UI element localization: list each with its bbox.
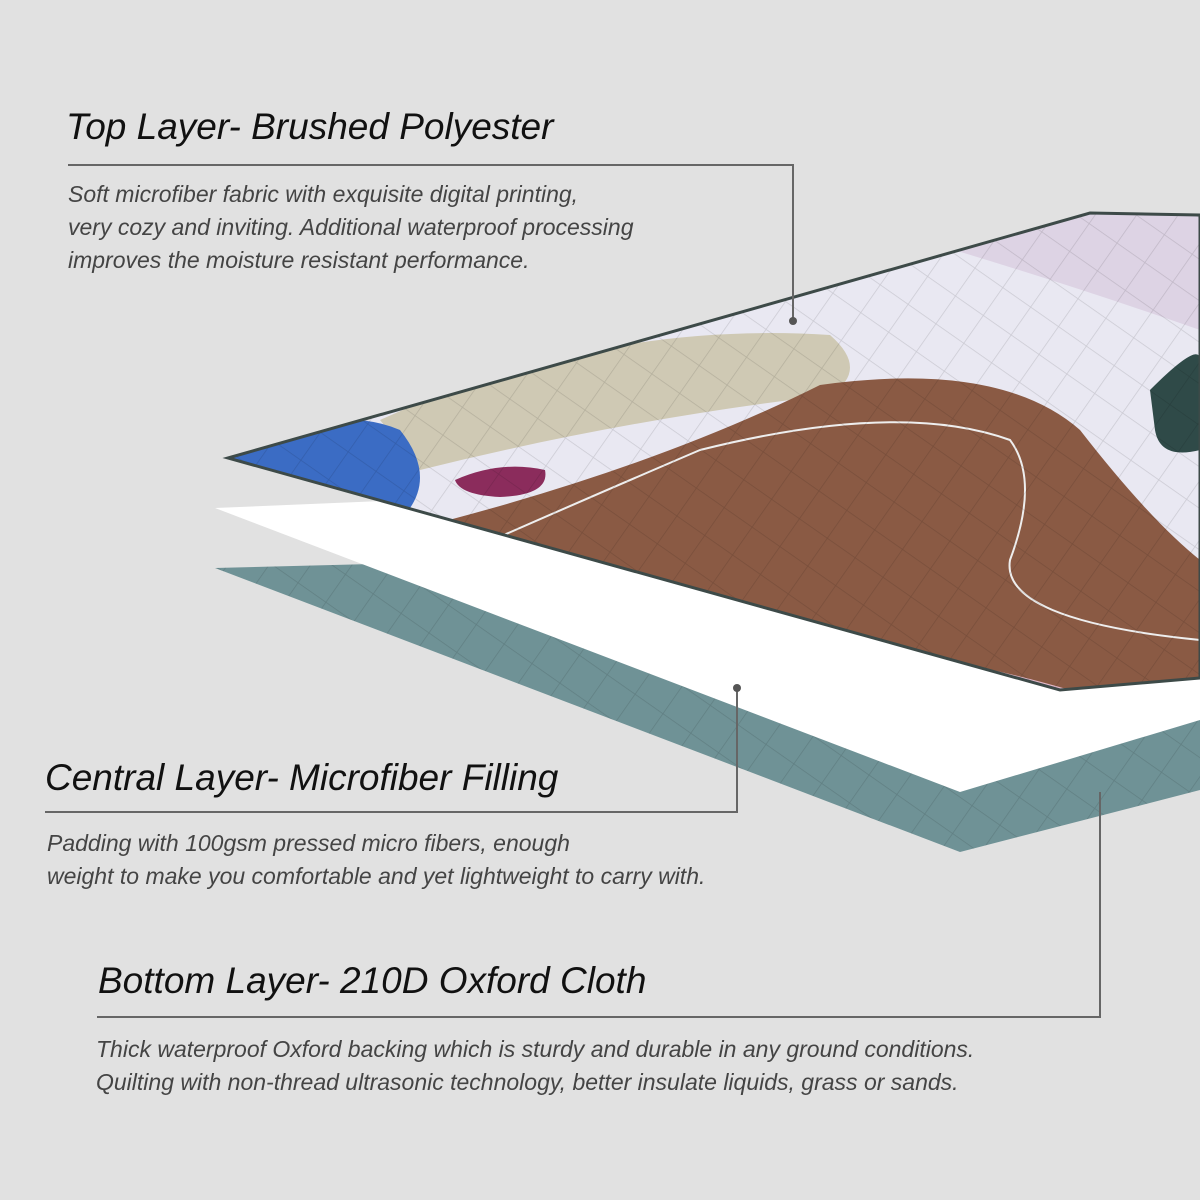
callout-lines — [45, 164, 1101, 1018]
bottom-layer-description: Thick waterproof Oxford backing which is… — [96, 1033, 974, 1099]
top-callout-dot — [789, 317, 797, 325]
top-layer-description: Soft microfiber fabric with exquisite di… — [68, 178, 634, 277]
desc-line: improves the moisture resistant performa… — [68, 247, 530, 273]
desc-line: very cozy and inviting. Additional water… — [68, 214, 634, 240]
desc-line: Thick waterproof Oxford backing which is… — [96, 1036, 975, 1062]
desc-line: Soft microfiber fabric with exquisite di… — [68, 181, 579, 207]
central-callout-dot — [733, 684, 741, 692]
bottom-layer-title: Bottom Layer- 210D Oxford Cloth — [98, 960, 647, 1001]
central-layer-title: Central Layer- Microfiber Filling — [45, 757, 559, 798]
desc-line: weight to make you comfortable and yet l… — [47, 863, 706, 889]
central-layer-description: Padding with 100gsm pressed micro fibers… — [47, 827, 705, 893]
desc-line: Quilting with non-thread ultrasonic tech… — [96, 1069, 959, 1095]
top-layer-title: Top Layer- Brushed Polyester — [66, 106, 554, 147]
desc-line: Padding with 100gsm pressed micro fibers… — [47, 830, 570, 856]
